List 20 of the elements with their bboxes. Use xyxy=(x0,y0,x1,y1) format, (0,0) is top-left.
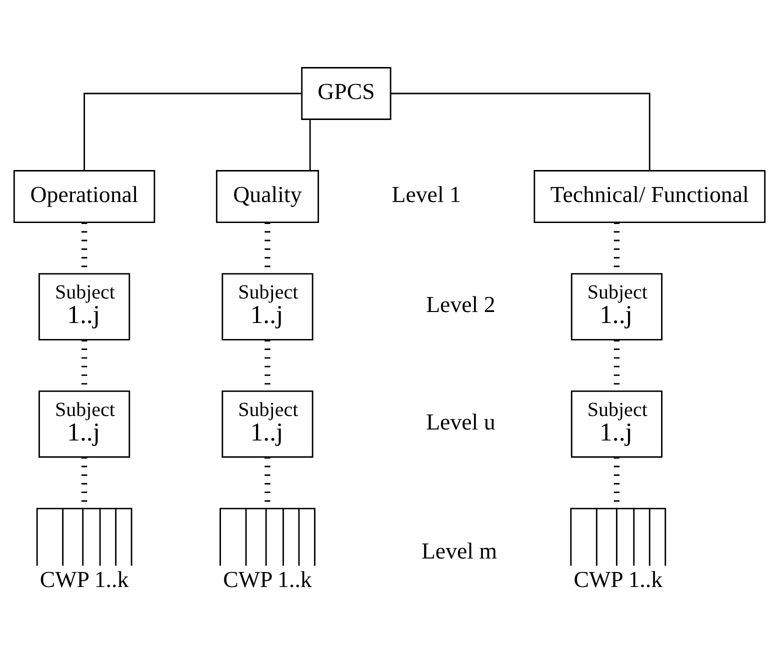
label: Level u xyxy=(426,409,496,434)
label: Level 2 xyxy=(426,292,496,317)
node-box: Subject 1..j xyxy=(38,390,130,458)
node-box: Operational xyxy=(13,170,156,222)
node-box: Subject 1..j xyxy=(570,272,662,340)
node-box: Subject 1..j xyxy=(222,390,314,458)
node-box: Quality xyxy=(216,170,319,222)
connector xyxy=(390,92,650,170)
label: Level 1 xyxy=(392,181,461,206)
node-box: Subject 1..j xyxy=(38,272,130,340)
node-box: GPCS xyxy=(301,66,392,120)
node-box: Technical/ Functional xyxy=(534,170,766,222)
label: Level m xyxy=(421,538,498,563)
connector xyxy=(309,119,311,170)
node-box: Subject 1..j xyxy=(570,390,662,458)
node-text: CWP 1..k xyxy=(223,566,312,592)
node-text: CWP 1..k xyxy=(40,566,129,592)
node-text: CWP 1..k xyxy=(574,566,663,592)
connector xyxy=(84,92,302,170)
node-box: Subject 1..j xyxy=(222,272,314,340)
